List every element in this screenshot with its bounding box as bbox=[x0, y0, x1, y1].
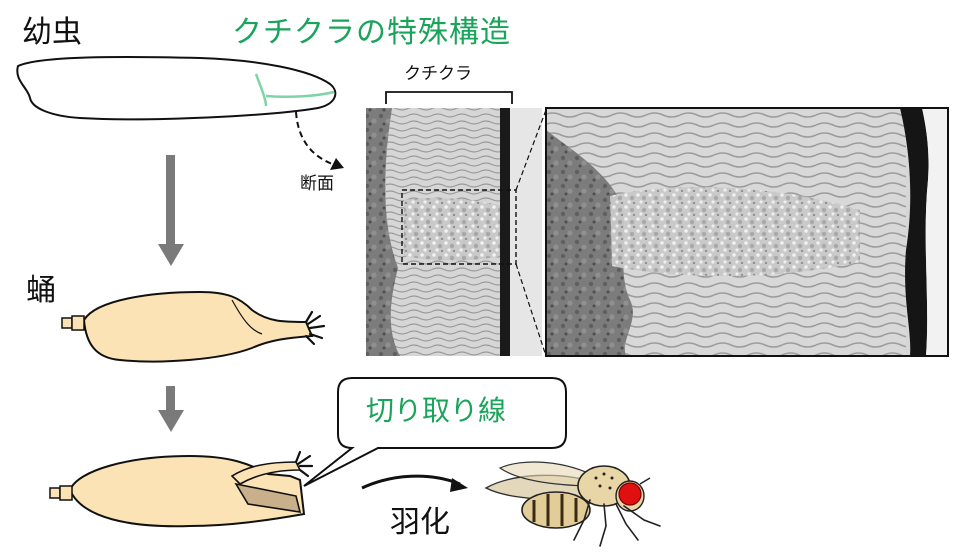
fruit-fly-drawing bbox=[484, 461, 661, 547]
eclosion-arrow-head bbox=[450, 478, 468, 492]
zoom-region-box bbox=[401, 189, 517, 265]
cuticle-label: クチクラ bbox=[404, 64, 472, 84]
pupa-label: 蛹 bbox=[26, 273, 56, 308]
zoom-connector-top bbox=[515, 109, 547, 191]
cuticle-highlight-line bbox=[254, 73, 335, 107]
larva-label: 幼虫 bbox=[22, 15, 82, 50]
down-arrow-1 bbox=[158, 155, 184, 266]
larva-drawing bbox=[16, 55, 337, 121]
pupa-cut-drawing bbox=[49, 450, 314, 528]
fly-eye bbox=[618, 482, 642, 506]
cut-line-callout bbox=[303, 377, 567, 487]
cut-line-label: 切り取り線 bbox=[366, 394, 507, 427]
cuticle-structure-title: クチクラの特殊構造 bbox=[232, 15, 511, 50]
cross-section-label: 断面 bbox=[300, 174, 334, 194]
dashed-arrow-head bbox=[330, 158, 344, 170]
cuticle-bracket bbox=[385, 91, 513, 104]
em-image-large bbox=[545, 107, 949, 357]
em-image-small bbox=[366, 108, 542, 356]
eclosion-label: 羽化 bbox=[390, 505, 450, 540]
dashed-arrow bbox=[295, 111, 339, 167]
eclosion-arrow bbox=[361, 474, 461, 490]
pupa-drawing bbox=[61, 290, 326, 363]
zoom-connector-bottom bbox=[515, 263, 547, 357]
down-arrow-2 bbox=[158, 386, 184, 432]
